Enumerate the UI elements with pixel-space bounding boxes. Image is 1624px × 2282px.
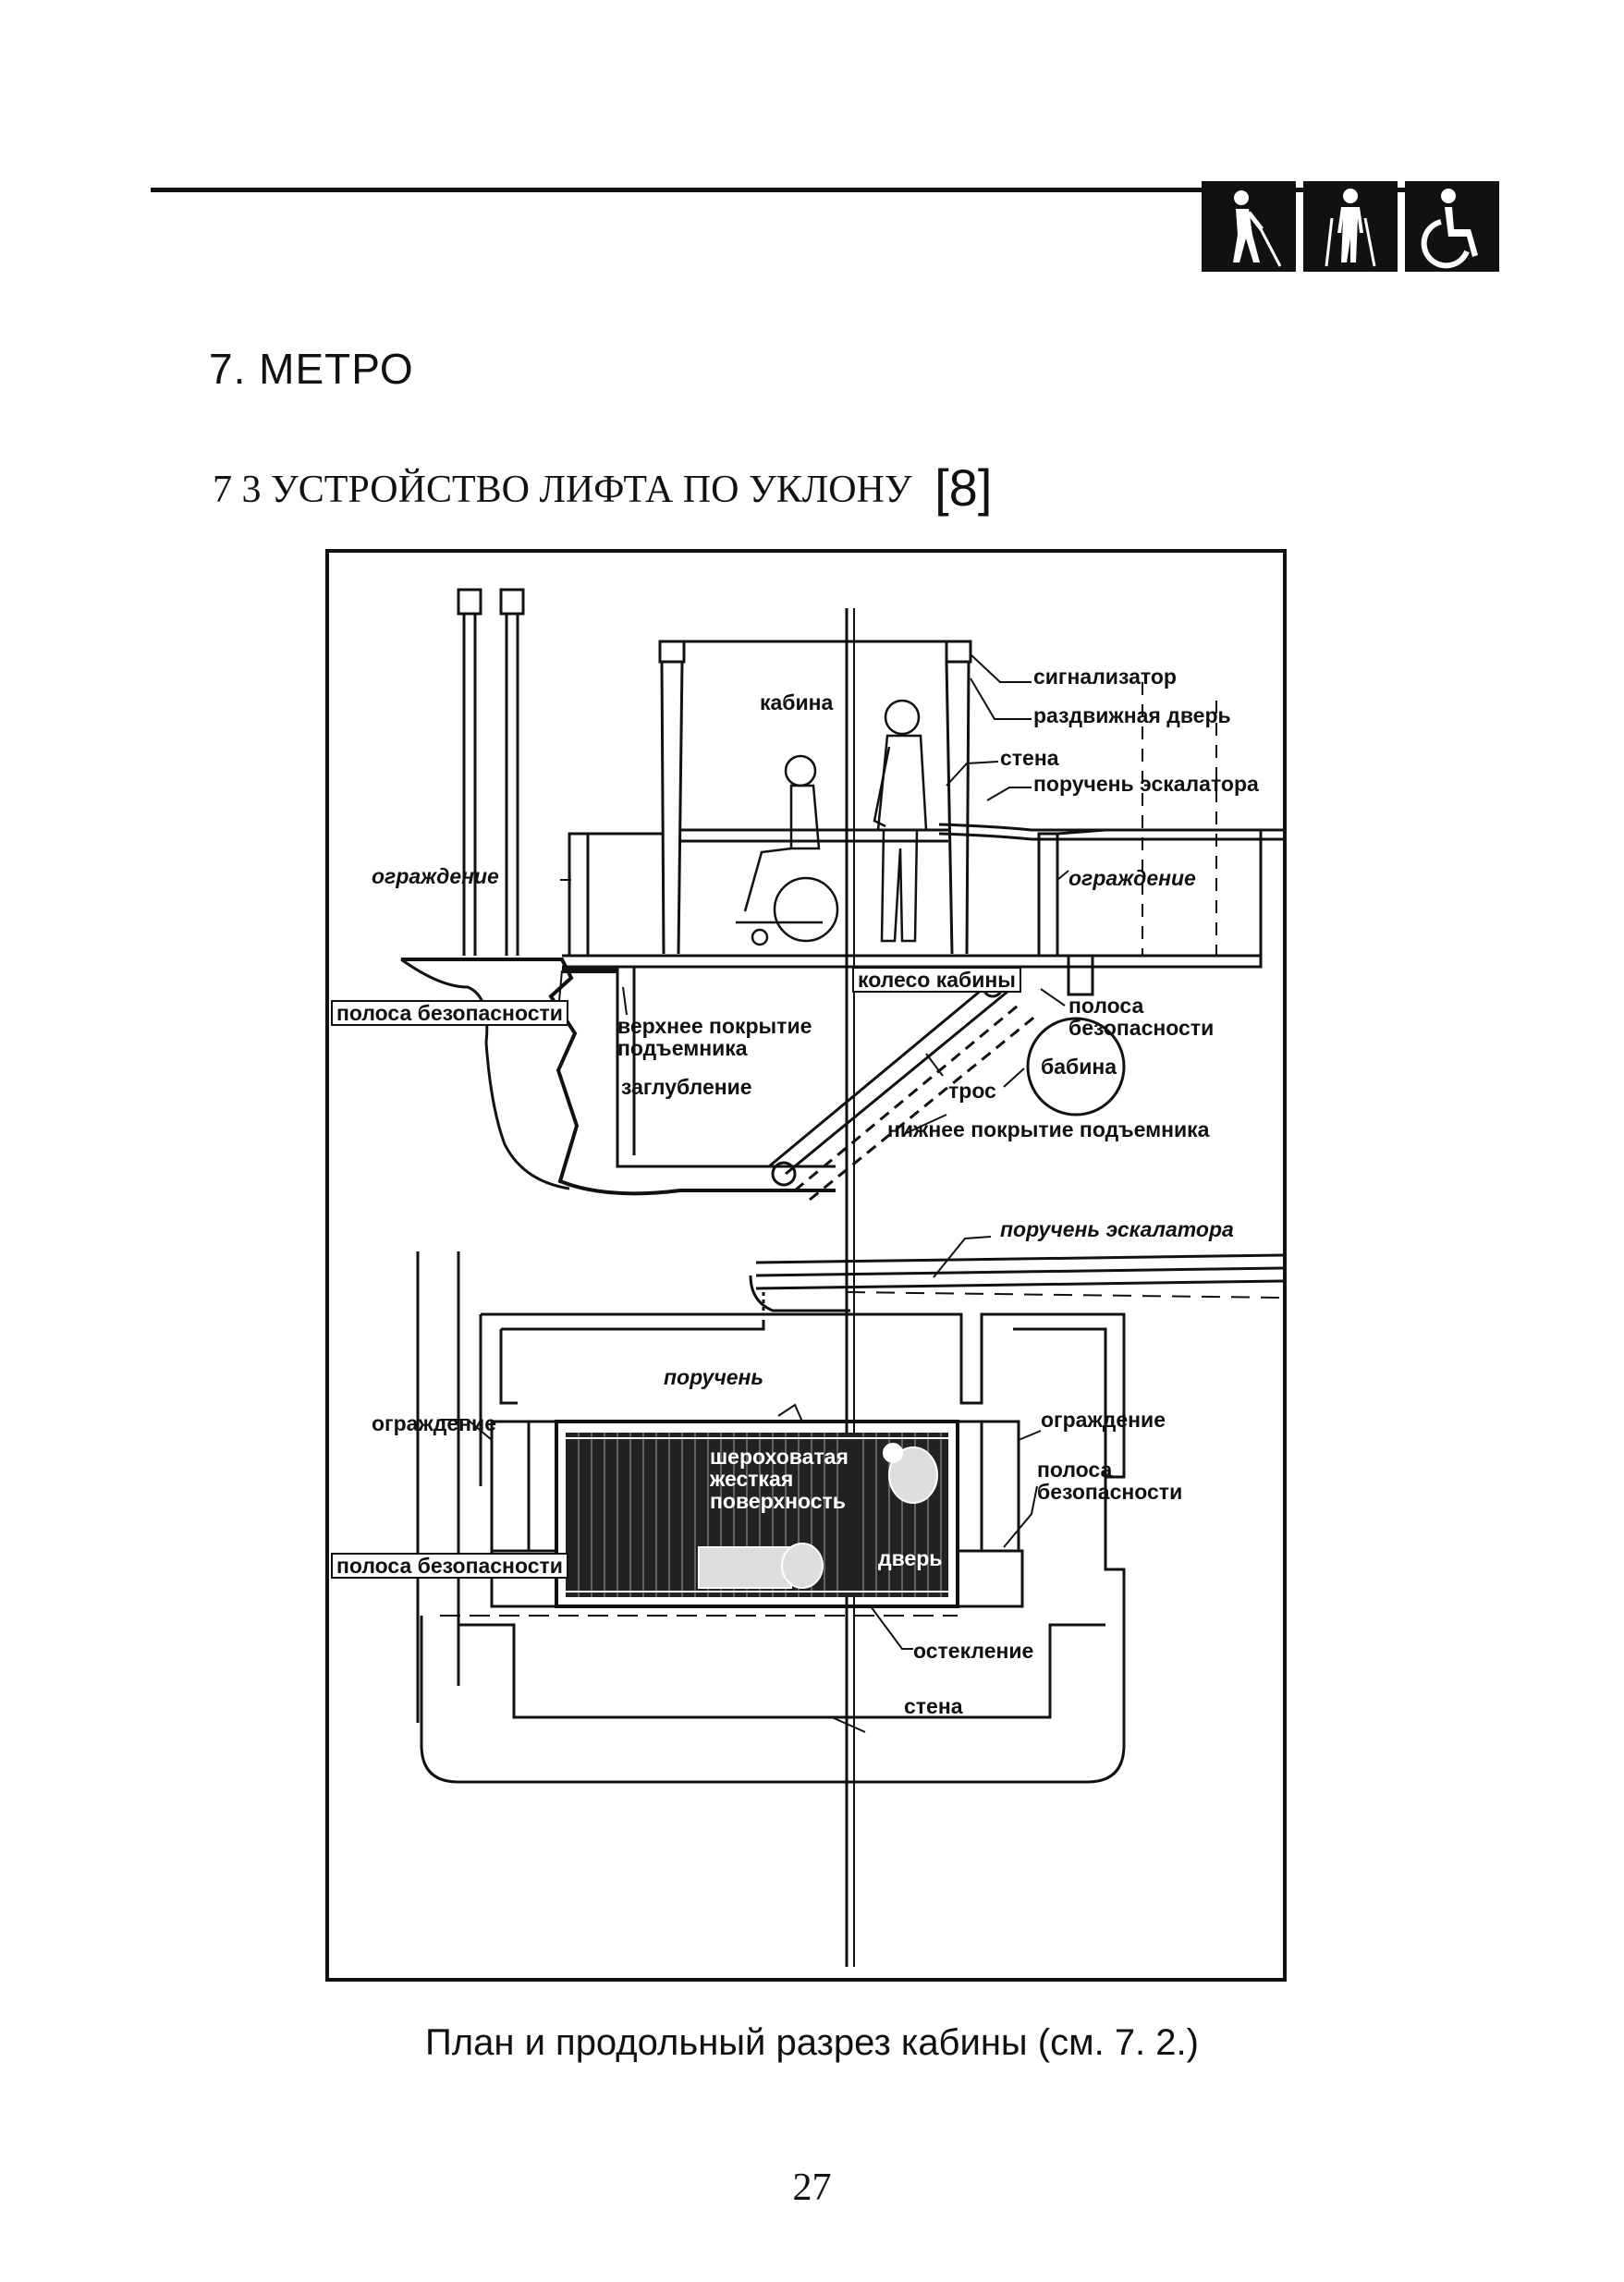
section-heading: УСТРОЙСТВО ЛИФТА ПО УКЛОНУ xyxy=(271,469,912,511)
label-fence-right-plan: ограждение xyxy=(1041,1408,1166,1432)
label-cabin-wheel: колесо кабины xyxy=(852,967,1021,994)
label-wall-plan: стена xyxy=(904,1694,963,1718)
chapter-title: 7. МЕТРО xyxy=(209,345,414,393)
label-fence-left-section: ограждение xyxy=(372,864,499,888)
label-wall-section: стена xyxy=(1000,746,1059,770)
label-cable: трос xyxy=(948,1079,996,1103)
reference-number: [8] xyxy=(934,458,993,517)
drum-circle xyxy=(1026,1017,1126,1117)
plan-leaders xyxy=(440,1236,1042,1733)
plan-escalator-handrail xyxy=(749,1253,1283,1312)
label-safety-strip-right-plan: полоса безопасности xyxy=(1037,1458,1183,1505)
label-signaller: сигнализатор xyxy=(1033,665,1177,689)
standing-person-figure xyxy=(873,699,928,943)
section-escalator-handrail xyxy=(938,682,1283,956)
section-number: 7 3 xyxy=(213,469,262,511)
label-drum: бабина xyxy=(1041,1055,1117,1079)
label-fence-left-plan: ограждение xyxy=(372,1411,496,1435)
label-glazing: остекление xyxy=(913,1639,1034,1663)
wheelchair-user-figure xyxy=(736,754,839,946)
label-rough-surface: шероховатая жесткая поверхность xyxy=(710,1445,849,1514)
label-upper-cover: верхнее покрытие подъемника xyxy=(617,1014,812,1061)
walking-cane-person-icon xyxy=(1303,181,1398,272)
section-cabin xyxy=(658,640,972,955)
wheelchair-icon xyxy=(1405,181,1499,272)
label-safety-strip-left-section: полоса безопасности xyxy=(331,1000,568,1027)
label-door: дверь xyxy=(878,1546,943,1570)
label-escalator-handrail-plan: поручень эскалатора xyxy=(1000,1217,1234,1241)
section-fences xyxy=(568,828,1106,958)
lift-drawing xyxy=(400,588,1283,1967)
label-safety-strip-right-section: полоса безопасности xyxy=(1068,994,1215,1041)
figure-frame: кабина сигнализатор раздвижная дверь сте… xyxy=(325,549,1287,1982)
plan-standing-person xyxy=(883,1443,938,1504)
figure-caption: План и продольный разрез кабины (см. 7. … xyxy=(425,2022,1199,2063)
header-rule xyxy=(151,188,1498,192)
left-columns xyxy=(457,588,525,956)
blind-person-icon xyxy=(1202,181,1296,272)
label-recess: заглубление xyxy=(621,1075,752,1099)
plan-wheelchair-user xyxy=(698,1543,824,1589)
label-handrail: поручень xyxy=(664,1365,764,1389)
label-cabin: кабина xyxy=(760,690,834,714)
section-title: 7 3 УСТРОЙСТВО ЛИФТА ПО УКЛОНУ [8] xyxy=(213,454,993,517)
label-escalator-handrail-section: поручень эскалатора xyxy=(1033,772,1259,796)
label-lower-cover: нижнее покрытие подъемника xyxy=(887,1117,1210,1141)
lift-pit xyxy=(562,967,836,1168)
label-safety-strip-left-plan: полоса безопасности xyxy=(331,1553,568,1580)
label-sliding-door: раздвижная дверь xyxy=(1033,703,1231,727)
plan-wall xyxy=(420,1312,1126,1784)
page-number: 27 xyxy=(792,2166,832,2209)
accessibility-icons xyxy=(1202,181,1499,272)
label-fence-right-section: ограждение xyxy=(1068,866,1196,890)
